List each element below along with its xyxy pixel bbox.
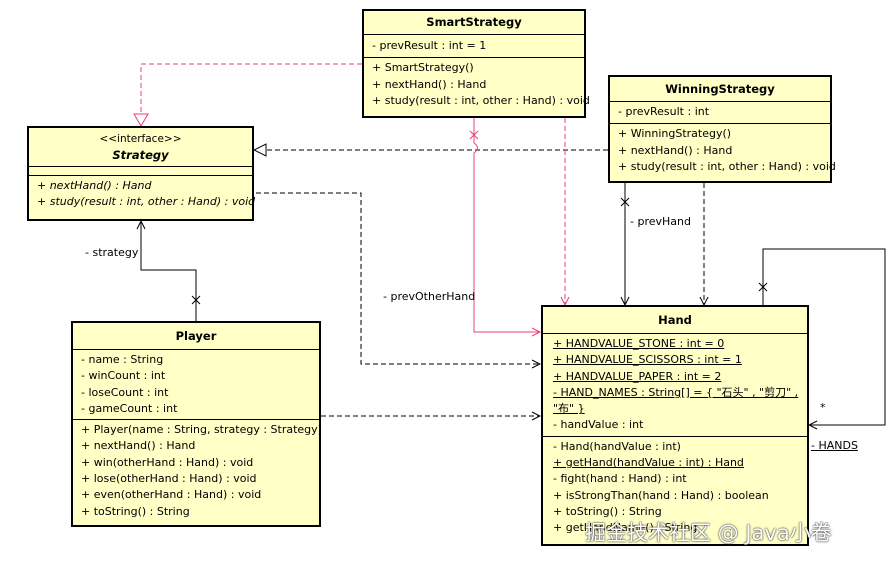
operations-compartment: + Player(name : String, strategy : Strat…: [73, 420, 322, 522]
attribute: - prevResult : int: [618, 105, 710, 118]
attributes-compartment: - prevResult : int: [610, 102, 830, 125]
class-header: WinningStrategy: [610, 77, 830, 102]
class-name: Hand: [658, 313, 692, 327]
attribute: - name : String: [81, 353, 164, 366]
role-label-strategy: - strategy: [85, 246, 139, 259]
operation: + getHand(handValue : int) : Hand: [553, 456, 744, 470]
attribute: + HANDVALUE_PAPER : int = 2: [553, 369, 722, 383]
operation: + study(result : int, other : Hand) : vo…: [372, 93, 590, 107]
attribute: + HANDVALUE_SCISSORS : int = 1: [553, 353, 742, 367]
class-header: Hand: [543, 307, 807, 334]
realization-winning-to-strategy: [252, 143, 608, 157]
operation: - Hand(handValue : int): [553, 439, 681, 453]
attributes-compartment: - prevResult : int = 1: [364, 35, 584, 59]
role-label-prevhand: - prevHand: [630, 215, 691, 228]
attribute: "布" }: [553, 402, 585, 416]
operation: + nextHand() : Hand: [81, 439, 196, 453]
operation: + toString() : String: [81, 504, 190, 518]
class-name: SmartStrategy: [426, 15, 522, 29]
class-header: <<interface>> Strategy: [29, 128, 252, 167]
association-hand-self: [758, 248, 886, 425]
operations-compartment: + WinningStrategy() + nextHand() : Hand …: [610, 124, 836, 177]
class-header: Player: [73, 323, 319, 350]
smartstrategy-class[interactable]: SmartStrategy - prevResult : int = 1 + S…: [362, 9, 590, 118]
operation: + lose(otherHand : Hand) : void: [81, 472, 257, 486]
operation: + nextHand() : Hand: [37, 179, 152, 192]
strategy-interface[interactable]: <<interface>> Strategy + nextHand() : Ha…: [27, 126, 256, 221]
attribute: - winCount : int: [81, 369, 166, 383]
association-smart-prevotherhand: [469, 118, 540, 332]
association-winning-prevhand: [621, 183, 629, 305]
role-label-prevotherhand: - prevOtherHand: [383, 290, 476, 303]
operation: + isStrongThan(hand : Hand) : boolean: [553, 488, 769, 502]
watermark: 掘金技术社区 @ Java小卷: [585, 521, 832, 545]
hand-class[interactable]: Hand + HANDVALUE_STONE : int = 0 + HANDV…: [541, 305, 809, 546]
operation: + getHandName() : String: [553, 521, 698, 535]
operation: + study(result : int, other : Hand) : vo…: [37, 195, 256, 209]
class-header: SmartStrategy: [364, 11, 584, 35]
operations-compartment: + nextHand() : Hand + study(result : int…: [29, 176, 256, 213]
attribute: - loseCount : int: [81, 385, 169, 399]
attributes-compartment: [29, 167, 252, 176]
realization-smart-to-strategy: [133, 63, 362, 127]
operation: + Player(name : String, strategy : Strat…: [81, 423, 322, 437]
operation: + even(otherHand : Hand) : void: [81, 488, 262, 502]
attribute: - gameCount : int: [81, 401, 178, 415]
operation: + nextHand() : Hand: [372, 77, 487, 91]
dependency-strategy-to-hand: [256, 192, 540, 364]
winningstrategy-class[interactable]: WinningStrategy - prevResult : int + Win…: [608, 75, 836, 183]
class-name: Strategy: [112, 148, 169, 162]
attribute: - prevResult : int = 1: [372, 39, 487, 52]
operation: + toString() : String: [553, 504, 662, 518]
player-class[interactable]: Player - name : String - winCount : int …: [71, 321, 322, 527]
role-label-hands: - HANDS: [811, 439, 858, 452]
operation: - fight(hand : Hand) : int: [553, 472, 687, 486]
attribute: - handValue : int: [553, 418, 644, 432]
class-name: Player: [175, 329, 217, 343]
operation: + nextHand() : Hand: [618, 143, 733, 157]
operations-compartment: + SmartStrategy() + nextHand() : Hand + …: [364, 58, 590, 111]
operation: + win(otherHand : Hand) : void: [81, 455, 254, 469]
operations-compartment: - Hand(handValue : int) + getHand(handVa…: [543, 437, 807, 539]
operation: + SmartStrategy(): [372, 61, 474, 75]
operation: + WinningStrategy(): [618, 127, 732, 141]
operation: + study(result : int, other : Hand) : vo…: [618, 159, 836, 173]
class-name: WinningStrategy: [665, 82, 775, 96]
stereotype: <<interface>>: [99, 133, 182, 145]
multiplicity-label: *: [820, 401, 826, 414]
attribute: + HANDVALUE_STONE : int = 0: [553, 337, 725, 350]
attributes-compartment: + HANDVALUE_STONE : int = 0 + HANDVALUE_…: [543, 334, 807, 437]
attribute: - HAND_NAMES : String[] = { "石头" , "剪刀" …: [553, 385, 799, 399]
association-player-strategy: [141, 221, 201, 321]
attributes-compartment: - name : String - winCount : int - loseC…: [73, 350, 319, 421]
